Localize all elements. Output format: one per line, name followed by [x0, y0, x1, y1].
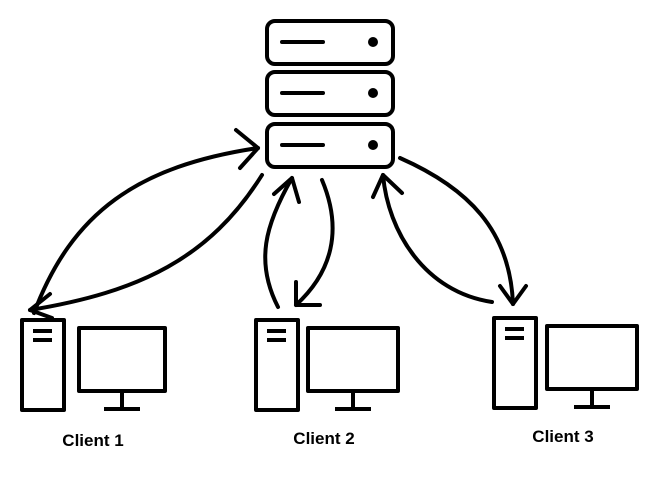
server-unit-bottom	[265, 122, 395, 169]
client-3-label: Client 3	[532, 427, 594, 446]
arrow-server-to-client-1	[28, 173, 264, 320]
server-unit-top	[265, 19, 395, 66]
arrow-client-2-to-server	[263, 176, 301, 309]
client-2-monitor-icon	[306, 326, 400, 411]
client-3-computer-icon	[492, 316, 639, 410]
client-2-label: Client 2	[293, 429, 355, 448]
server-unit-middle	[265, 70, 395, 117]
arrow-server-to-client-2	[294, 178, 335, 307]
arrow-server-to-client-3	[398, 156, 528, 306]
arrow-client-1-to-server	[32, 128, 260, 315]
server-rack-icon	[265, 19, 395, 169]
client-2-tower-icon	[254, 318, 300, 412]
client-1-label: Client 1	[62, 431, 124, 450]
client-1-tower-icon	[20, 318, 66, 412]
client-1-computer-icon	[20, 318, 167, 412]
client-3-monitor-icon	[545, 324, 639, 409]
client-1-monitor-icon	[77, 326, 167, 411]
client-2-computer-icon	[254, 318, 400, 412]
client-3-tower-icon	[492, 316, 538, 410]
arrow-client-3-to-server	[371, 173, 494, 304]
